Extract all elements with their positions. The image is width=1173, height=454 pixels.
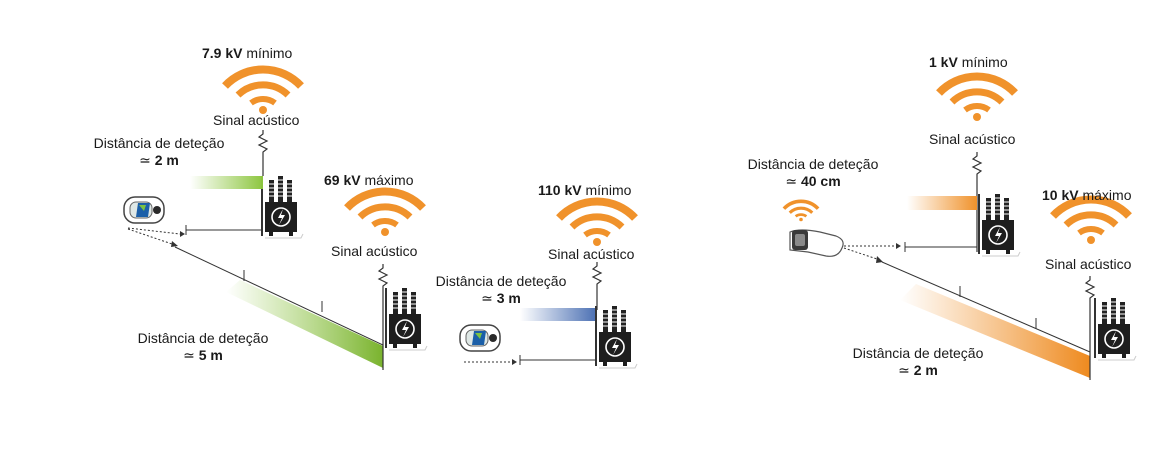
detection-bar-2m <box>190 176 263 189</box>
distance-label-40cm: Distância de deteção ≃ 40 cm <box>740 156 886 190</box>
voltage-value: 1 kV <box>929 54 958 70</box>
distance-label-2m: Distância de deteção ≃ 2 m <box>845 345 991 379</box>
sound-wave-icon <box>225 69 301 114</box>
transformer-icon <box>260 175 304 239</box>
antenna-zigzag <box>258 129 268 157</box>
antenna-zigzag <box>1085 275 1095 303</box>
voltage-label-10kv: 10 kV máximo <box>1042 187 1132 204</box>
transformer-icon <box>977 193 1021 257</box>
distance-label-3m: Distância de deteção ≃ 3 m <box>428 273 574 307</box>
voltage-qualifier: máximo <box>1082 187 1132 203</box>
signal-label: Sinal acústico <box>548 246 635 262</box>
voltage-qualifier: mínimo <box>961 54 1008 70</box>
transformer-icon <box>594 305 638 369</box>
approx-symbol: ≃ <box>183 347 195 363</box>
antenna-zigzag <box>972 151 982 179</box>
voltage-value: 7.9 kV <box>202 45 243 61</box>
detector-device-icon <box>459 324 501 352</box>
signal-label: Sinal acústico <box>331 243 418 259</box>
range-line-diagonal <box>881 261 1091 353</box>
transformer-icon <box>384 287 428 351</box>
approx-symbol: ≃ <box>139 152 151 168</box>
distance-value: 5 m <box>198 347 223 363</box>
voltage-label-7-9kv: 7.9 kV mínimo <box>202 45 292 62</box>
voltage-value: 10 kV <box>1042 187 1079 203</box>
distance-value: 2 m <box>154 152 179 168</box>
voltage-value: 110 kV <box>538 182 582 198</box>
transformer-7-9kv <box>225 69 304 239</box>
wrist-detector-icon <box>782 199 844 257</box>
detection-bar-3m <box>520 308 597 321</box>
distance-caption: Distância de deteção <box>852 345 984 361</box>
voltage-label-110kv: 110 kV mínimo <box>538 182 631 199</box>
approx-symbol: ≃ <box>785 173 798 189</box>
distance-caption: Distância de deteção <box>435 273 567 289</box>
signal-label: Sinal acústico <box>1045 256 1132 272</box>
approx-symbol: ≃ <box>481 290 493 306</box>
range-line-diagonal <box>174 246 384 346</box>
distance-caption: Distância de deteção <box>93 135 225 151</box>
voltage-qualifier: mínimo <box>246 45 293 61</box>
distance-caption: Distância de deteção <box>137 330 269 346</box>
transformer-icon <box>1093 297 1137 361</box>
sound-wave-icon <box>347 191 423 236</box>
detection-bar-2m <box>900 284 1090 378</box>
signal-label: Sinal acústico <box>929 131 1016 147</box>
sound-wave-icon <box>559 201 635 246</box>
distance-label-5m: Distância de deteção ≃ 5 m <box>130 330 276 364</box>
signal-label: Sinal acústico <box>213 112 300 128</box>
approx-symbol: ≃ <box>898 362 910 378</box>
voltage-qualifier: mínimo <box>585 182 632 198</box>
distance-value: 40 cm <box>800 173 841 189</box>
panel-1 <box>123 69 428 370</box>
sound-wave-icon <box>939 76 1015 121</box>
distance-caption: Distância de deteção <box>747 156 879 172</box>
voltage-label-1kv: 1 kV mínimo <box>929 54 1008 71</box>
antenna-zigzag <box>378 263 388 291</box>
voltage-qualifier: máximo <box>364 172 414 188</box>
voltage-value: 69 kV <box>324 172 361 188</box>
antenna-zigzag <box>592 261 602 289</box>
detection-bar-5m <box>226 280 383 368</box>
distance-value: 3 m <box>496 290 521 306</box>
detection-bar-40cm <box>907 196 977 210</box>
transformer-69kv <box>347 191 428 370</box>
panel-3 <box>782 76 1137 380</box>
distance-label-2m: Distância de deteção ≃ 2 m <box>86 135 232 169</box>
distance-value: 2 m <box>913 362 938 378</box>
voltage-label-69kv: 69 kV máximo <box>324 172 414 189</box>
sound-wave-icon <box>1053 199 1129 244</box>
detector-device-icon <box>123 196 165 224</box>
panel-2 <box>459 201 638 369</box>
